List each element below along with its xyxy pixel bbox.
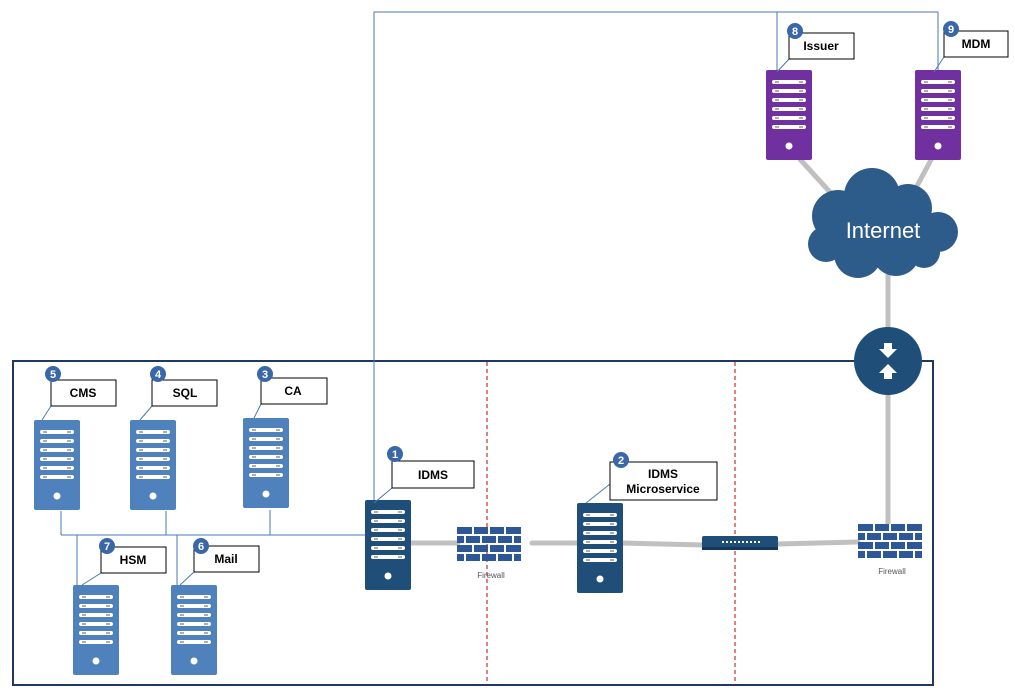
idms-microservice-server (577, 503, 623, 593)
firewall-inner-icon (457, 527, 521, 561)
ca-server (243, 418, 289, 508)
idms-microservice-label-box (609, 461, 718, 501)
hsm-server (73, 585, 119, 675)
hsm-badge-number: 7 (104, 541, 110, 553)
idms-badge-number: 1 (392, 449, 398, 461)
router-icon (854, 327, 922, 395)
mail-badge (193, 538, 209, 554)
issuer-badge-number: 8 (792, 26, 798, 38)
hsm-badge (99, 538, 115, 554)
mdm-badge (943, 21, 959, 37)
issuer-label: Issuer (803, 39, 839, 53)
ca-label: CA (284, 384, 302, 398)
cms-badge (45, 366, 61, 382)
cms-label: CMS (70, 386, 97, 400)
idms-badge (387, 446, 403, 462)
sql-badge-number: 4 (155, 369, 162, 381)
sql-badge (150, 366, 166, 382)
mail-label: Mail (214, 552, 237, 566)
idms-label: IDMS (418, 468, 448, 482)
cms-server (34, 420, 80, 510)
sql-label-box (151, 379, 218, 407)
hsm-label: HSM (120, 553, 147, 567)
internet-label: Internet (846, 218, 921, 243)
issuer-badge (787, 23, 803, 39)
firewall-outer-label: Firewall (878, 567, 906, 576)
firewall-inner-label: Firewall (477, 571, 505, 580)
ca-label-box (260, 377, 328, 405)
issuer-server (766, 70, 812, 160)
ca-badge (257, 366, 273, 382)
idms-server (365, 500, 411, 590)
mdm-label: MDM (962, 37, 991, 51)
cms-badge-number: 5 (50, 369, 56, 381)
idms-label-box (391, 460, 475, 489)
internet-cloud-icon (808, 168, 958, 278)
ca-badge-number: 3 (262, 369, 268, 381)
sql-server (130, 420, 176, 510)
cms-label-box (50, 379, 117, 407)
network-links (407, 153, 936, 548)
backend-bus (60, 510, 366, 585)
idms-microservice-badge (613, 452, 629, 468)
network-switch-icon (702, 536, 778, 550)
mail-badge-number: 6 (198, 541, 204, 553)
idms-microservice-badge-number: 2 (618, 455, 624, 467)
secure-zone-border (12, 360, 934, 686)
mdm-badge-number: 9 (948, 24, 954, 36)
firewall-outer-icon (858, 524, 922, 558)
mail-server (171, 585, 217, 675)
idms-microservice-label-line1: IDMS (648, 467, 678, 481)
idms-microservice-label-line2: Microservice (626, 482, 700, 496)
mdm-server (915, 70, 961, 160)
idms-external-connector (373, 11, 939, 503)
sql-label: SQL (173, 386, 198, 400)
